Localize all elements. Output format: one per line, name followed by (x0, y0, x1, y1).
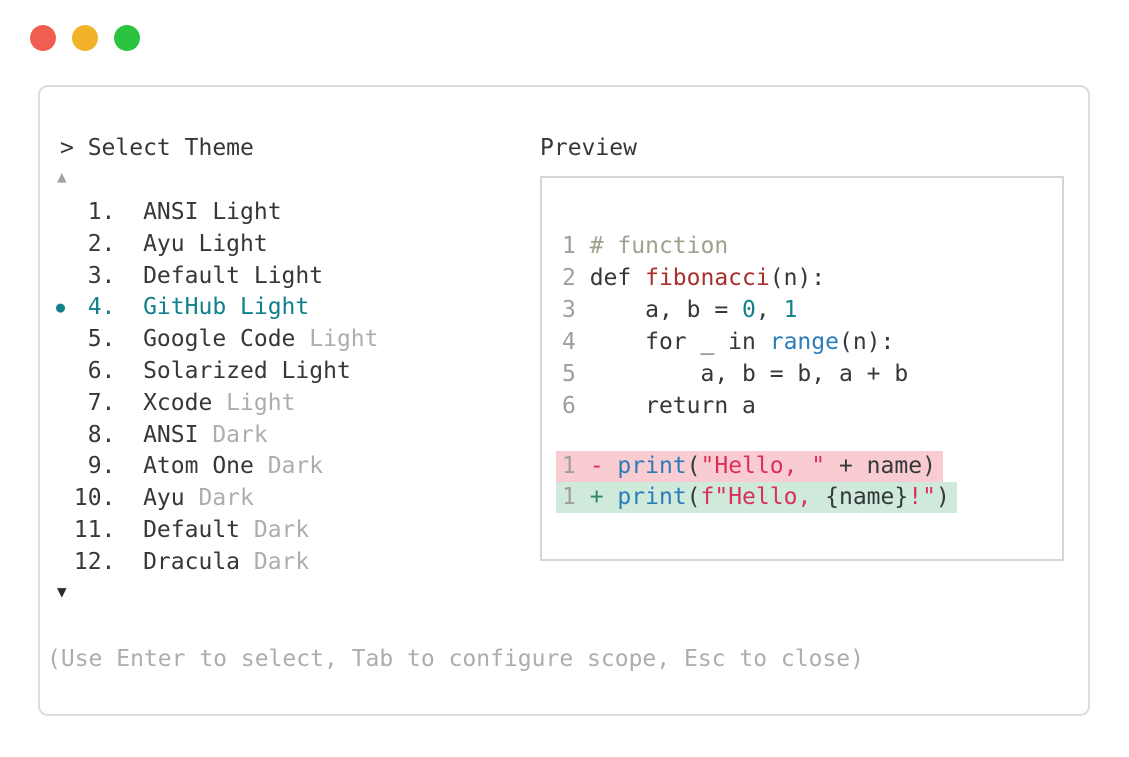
line-number: 4 (562, 329, 590, 355)
diff-line-added: 1 + print(f"Hello, {name}!") (556, 482, 957, 513)
theme-item-label-muted: Light (295, 326, 379, 353)
line-number: 1 (562, 453, 590, 479)
diff-line-removed: 1 - print("Hello, " + name) (556, 451, 957, 482)
zoom-button[interactable] (114, 25, 140, 51)
theme-item-label: 6. Solarized Light (60, 357, 351, 384)
close-button[interactable] (30, 25, 56, 51)
diff-sign: - (589, 453, 618, 479)
theme-list-item[interactable]: 3. Default Light (60, 261, 379, 293)
theme-item-label-muted: Dark (198, 421, 268, 448)
line-number: 1 (562, 484, 590, 510)
code-line: 6 return a (562, 393, 756, 419)
theme-item-label-muted: Dark (240, 516, 310, 543)
code-line: 3 a, b = 0, 1 (562, 297, 798, 323)
selected-bullet-icon: ● (56, 298, 66, 317)
theme-item-label: 7. Xcode (60, 389, 213, 416)
theme-item-label: 2. Ayu Light (60, 230, 268, 257)
scroll-up-icon[interactable]: ▲ (57, 167, 67, 186)
theme-item-label-muted: Dark (253, 453, 324, 480)
diff-sign: + (589, 484, 618, 510)
theme-list-item[interactable]: 12. Dracula Dark (60, 547, 379, 579)
theme-list-item[interactable]: ● 4. GitHub Light (56, 292, 379, 324)
palette-prompt: > Select Theme (60, 135, 254, 161)
theme-item-label: 4. GitHub Light (60, 294, 310, 321)
theme-list-item[interactable]: 7. Xcode Light (60, 388, 379, 420)
theme-item-label: 3. Default Light (60, 262, 324, 289)
line-number: 1 (562, 233, 590, 259)
line-number: 3 (562, 297, 590, 323)
code-line: 5 a, b = b, a + b (562, 361, 909, 387)
theme-item-label-muted: Dark (184, 485, 254, 512)
code-line: 2 def fibonacci(n): (562, 265, 826, 291)
theme-item-label: 12. Dracula (60, 548, 241, 575)
theme-item-label: 11. Default (60, 516, 241, 543)
theme-list-item[interactable]: 1. ANSI Light (60, 197, 379, 229)
theme-item-label: 1. ANSI Light (60, 199, 282, 225)
minimize-button[interactable] (72, 25, 98, 51)
theme-item-label-muted: Light (212, 389, 296, 416)
window-controls (30, 25, 140, 51)
footer-hint: (Use Enter to select, Tab to configure s… (47, 646, 864, 672)
line-number: 6 (562, 393, 590, 419)
theme-item-label: 10. Ayu (60, 485, 185, 512)
theme-item-label: 9. Atom One (60, 453, 254, 480)
diff-highlight-removed: 1 - print("Hello, " + name) (556, 451, 943, 482)
theme-item-label: 5. Google Code (60, 326, 296, 353)
diff-highlight-added: 1 + print(f"Hello, {name}!") (556, 482, 957, 513)
preview-label: Preview (540, 135, 637, 161)
theme-list-item[interactable]: 2. Ayu Light (60, 229, 379, 261)
theme-list-item[interactable]: 5. Google Code Light (60, 324, 379, 356)
code-line: 4 for _ in range(n): (562, 329, 895, 355)
theme-list-item[interactable]: 8. ANSI Dark (60, 420, 379, 452)
scroll-down-icon[interactable]: ▼ (57, 582, 67, 601)
code-line: 1 # function (562, 233, 729, 259)
preview-code: 1 # function 2 def fibonacci(n): 3 a, b = … (556, 230, 957, 513)
theme-item-label-muted: Dark (240, 548, 310, 575)
theme-list: 1. ANSI Light 2. Ayu Light 3. Default Li… (56, 197, 379, 579)
line-number: 5 (562, 361, 590, 387)
theme-item-label: 8. ANSI (60, 421, 199, 448)
line-number: 2 (562, 265, 590, 291)
theme-list-item[interactable]: 6. Solarized Light (60, 356, 379, 388)
theme-list-item[interactable]: 11. Default Dark (60, 515, 379, 547)
code-spacer (562, 422, 957, 451)
theme-list-item[interactable]: 10. Ayu Dark (60, 483, 379, 515)
theme-list-item[interactable]: 9. Atom One Dark (60, 451, 379, 483)
